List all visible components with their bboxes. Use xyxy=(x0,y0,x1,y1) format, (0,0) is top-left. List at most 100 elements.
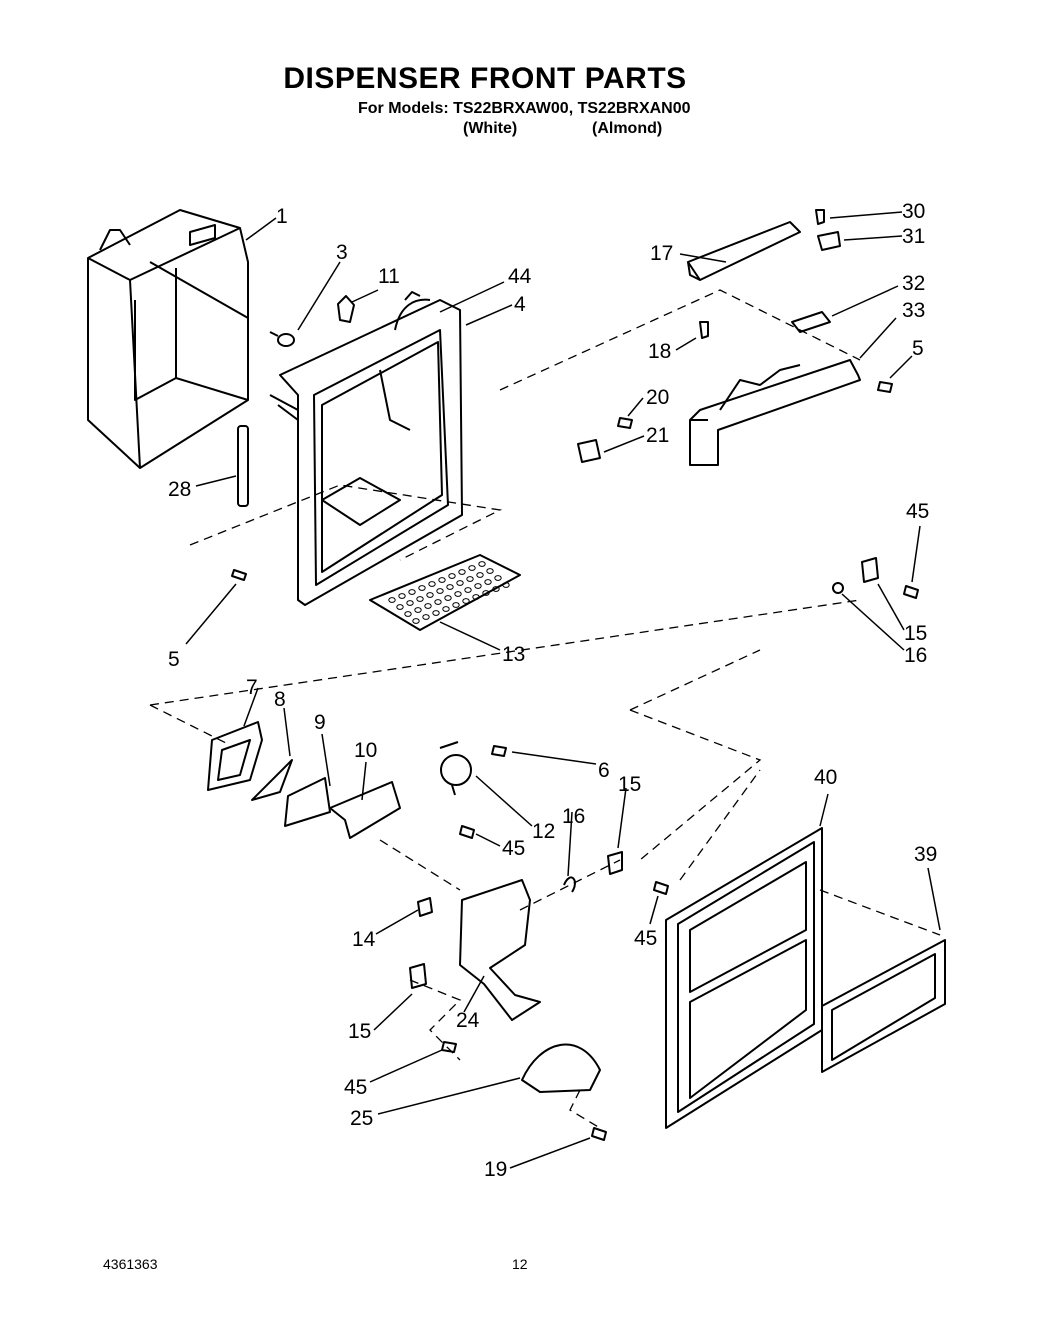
part-13-grille xyxy=(369,554,521,631)
part-24-actuator-arm xyxy=(459,879,541,1021)
grille-hole xyxy=(398,593,406,599)
part-16-spring-upper xyxy=(832,582,844,594)
grille-hole xyxy=(444,595,452,601)
part-20-screw xyxy=(617,417,633,429)
grille-hole xyxy=(426,592,434,598)
part-4-frame xyxy=(269,299,463,606)
callout-32: 32 xyxy=(902,272,925,295)
part-19-screw xyxy=(591,1127,607,1141)
grille-hole xyxy=(502,582,510,588)
grille-hole xyxy=(388,597,396,603)
part-45-screw-right xyxy=(653,881,669,895)
callout-45-middle: 45 xyxy=(502,837,525,860)
grille-hole xyxy=(442,606,450,612)
callout-25: 25 xyxy=(350,1107,373,1130)
callout-45-upper: 45 xyxy=(906,500,929,523)
part-15-clip-upper xyxy=(861,557,879,583)
grille-hole xyxy=(454,591,462,597)
part-31-clip xyxy=(817,231,841,251)
part-10-switch xyxy=(329,781,401,839)
callout-31: 31 xyxy=(902,225,925,248)
callout-16-upper: 16 xyxy=(904,644,927,667)
callout-39: 39 xyxy=(914,843,937,866)
callout-18: 18 xyxy=(648,340,671,363)
part-25-tray xyxy=(521,1043,601,1093)
assembly-guidelines xyxy=(149,289,941,1129)
part-40-panel xyxy=(665,827,823,1129)
grille-hole xyxy=(414,607,422,613)
grille-hole xyxy=(396,604,404,610)
part-45-screw-upper xyxy=(903,585,919,599)
grille-hole xyxy=(412,618,420,624)
part-5-screw-left xyxy=(231,569,247,581)
callout-7: 7 xyxy=(246,676,258,699)
part-15-clip-lower xyxy=(409,963,427,989)
part-32-bracket xyxy=(791,311,831,333)
callout-6: 6 xyxy=(598,759,610,782)
grille-hole xyxy=(438,577,446,583)
grille-hole xyxy=(448,573,456,579)
callout-40: 40 xyxy=(814,766,837,789)
grille-hole xyxy=(494,575,502,581)
part-8-lens xyxy=(251,759,293,801)
part-39-insert xyxy=(821,939,946,1073)
callout-3: 3 xyxy=(336,241,348,264)
grille-hole xyxy=(408,589,416,595)
callout-15-middle: 15 xyxy=(618,773,641,796)
callout-17: 17 xyxy=(650,242,673,265)
grille-hole xyxy=(462,598,470,604)
grille-hole xyxy=(468,565,476,571)
part-45-screw-middle xyxy=(459,825,475,839)
models-line: For Models: TS22BRXAW00, TS22BRXAN00 xyxy=(358,100,691,117)
part-12-motor xyxy=(439,741,472,796)
page-number: 12 xyxy=(512,1256,528,1272)
callout-45-lower: 45 xyxy=(344,1076,367,1099)
part-21-clip xyxy=(577,439,601,463)
callout-4: 4 xyxy=(514,293,526,316)
part-44-wire-harness xyxy=(394,291,431,331)
callout-20: 20 xyxy=(646,386,669,409)
part-11-wire-nut xyxy=(337,295,355,323)
grille-hole xyxy=(484,579,492,585)
leader-lines xyxy=(185,211,941,1169)
variant-white: (White) xyxy=(463,120,518,137)
callout-13: 13 xyxy=(502,643,525,666)
grille-hole xyxy=(428,581,436,587)
callout-1: 1 xyxy=(276,205,288,228)
grille-hole xyxy=(446,584,454,590)
callout-5-left: 5 xyxy=(168,648,180,671)
grille-hole xyxy=(418,585,426,591)
part-30-screw xyxy=(815,209,825,225)
grille-hole xyxy=(472,594,480,600)
callout-33: 33 xyxy=(902,299,925,322)
part-7-bezel xyxy=(207,721,263,791)
callout-11: 11 xyxy=(378,265,400,288)
callout-labels: 1 3 11 44 4 17 30 31 32 33 18 5 20 21 28… xyxy=(168,200,937,1181)
grille-hole xyxy=(424,603,432,609)
grille-hole xyxy=(432,610,440,616)
grille-hole xyxy=(478,561,486,567)
callout-19: 19 xyxy=(484,1158,507,1181)
grille-hole xyxy=(476,572,484,578)
grille-hole xyxy=(406,600,414,606)
grille-hole xyxy=(422,614,430,620)
callout-45-right: 45 xyxy=(634,927,657,950)
grille-hole xyxy=(416,596,424,602)
callout-15-upper: 15 xyxy=(904,622,927,645)
grille-hole xyxy=(486,568,494,574)
grille-hole xyxy=(456,580,464,586)
variant-almond: (Almond) xyxy=(592,120,663,137)
callout-9: 9 xyxy=(314,711,326,734)
callout-16-middle: 16 xyxy=(562,805,585,828)
callout-12: 12 xyxy=(532,820,555,843)
grille-hole xyxy=(452,602,460,608)
callout-21: 21 xyxy=(646,424,669,447)
callout-24: 24 xyxy=(456,1009,480,1032)
page-title: DISPENSER FRONT PARTS xyxy=(283,62,687,95)
callout-10: 10 xyxy=(354,739,377,762)
part-17-trim xyxy=(687,221,801,281)
callout-8: 8 xyxy=(274,688,286,711)
document-number: 4361363 xyxy=(103,1256,158,1272)
callout-28: 28 xyxy=(168,478,191,501)
